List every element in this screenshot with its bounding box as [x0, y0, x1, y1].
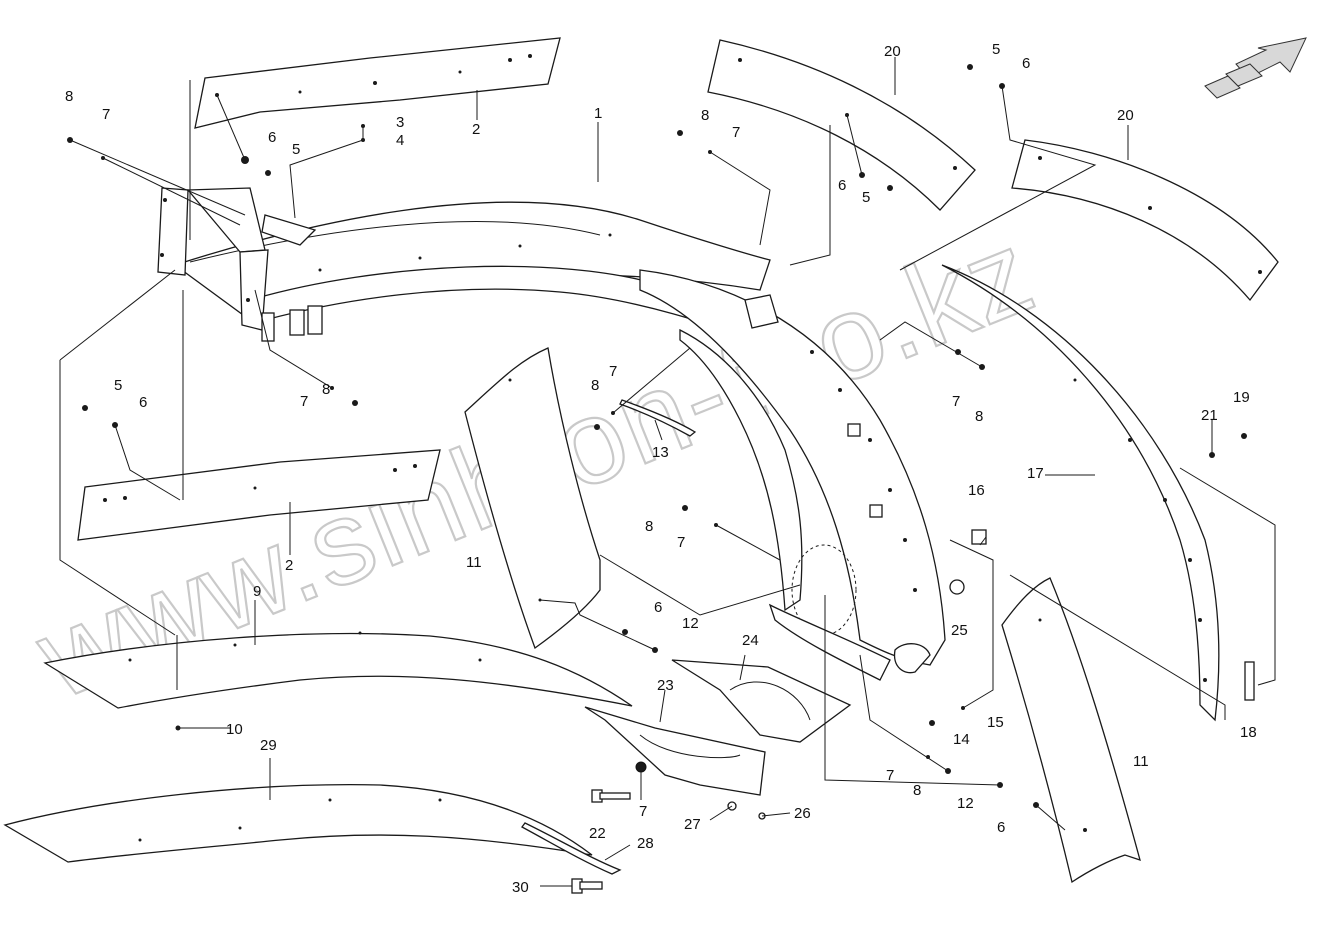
callout-3: 3	[396, 114, 404, 131]
callout-23: 23	[657, 677, 674, 694]
callout-11: 11	[466, 554, 482, 571]
callout-7: 7	[102, 106, 110, 123]
callout-8: 8	[975, 408, 983, 425]
callout-7: 7	[609, 363, 617, 380]
callout-6: 6	[268, 129, 276, 146]
callout-25: 25	[951, 622, 968, 639]
callout-7: 7	[639, 803, 647, 820]
part-2-lower-strip	[77, 449, 441, 541]
part-22-bolt	[591, 789, 631, 803]
callout-19: 19	[1233, 389, 1250, 406]
part-2-upper-strip	[194, 37, 561, 129]
callout-27: 27	[684, 816, 701, 833]
callout-18: 18	[1240, 724, 1257, 741]
callout-6: 6	[654, 599, 662, 616]
callout-24: 24	[742, 632, 759, 649]
callout-7: 7	[886, 767, 894, 784]
callout-12: 12	[957, 795, 974, 812]
part-30-bolt	[571, 878, 603, 894]
callout-13: 13	[652, 444, 669, 461]
callout-5: 5	[862, 189, 870, 206]
callout-5: 5	[114, 377, 122, 394]
callout-5: 5	[292, 141, 300, 158]
callout-26: 26	[794, 805, 811, 822]
callout-6: 6	[139, 394, 147, 411]
callout-7: 7	[677, 534, 685, 551]
callout-7: 7	[952, 393, 960, 410]
callout-20: 20	[1117, 107, 1134, 124]
part-23-cover	[584, 706, 766, 796]
part-bracket-left	[157, 187, 323, 342]
direction-arrow-icon	[1204, 37, 1307, 99]
callout-16: 16	[968, 482, 985, 499]
callout-11: 11	[1133, 753, 1149, 770]
callout-8: 8	[701, 107, 709, 124]
part-11-panel-right	[1001, 577, 1141, 884]
callout-6: 6	[997, 819, 1005, 836]
callout-20: 20	[884, 43, 901, 60]
part-18-clip	[1244, 661, 1255, 701]
callout-7: 7	[732, 124, 740, 141]
callout-2: 2	[472, 121, 480, 138]
callout-8: 8	[65, 88, 73, 105]
part-25-nut	[949, 579, 965, 595]
callout-numbers: 1 2 2 3 4 5 5 5 5 6 6 6 6 6 6 7 7 7 7 7 …	[65, 41, 1257, 896]
callout-14: 14	[953, 731, 970, 748]
callout-8: 8	[913, 782, 921, 799]
part-9-lower-panel	[43, 631, 633, 709]
part-17-arch-right	[941, 264, 1220, 722]
callout-15: 15	[987, 714, 1004, 731]
part-20-strip-right	[1011, 139, 1279, 302]
leader-lines	[59, 57, 1276, 887]
callout-5: 5	[992, 41, 1000, 58]
part-29-bottom-panel	[3, 784, 593, 863]
part-16-spacer	[971, 529, 987, 545]
callout-8: 8	[322, 381, 330, 398]
callout-6: 6	[838, 177, 846, 194]
part-inner-fender-body	[639, 269, 946, 681]
callout-1: 1	[594, 105, 602, 122]
part-13-strip	[619, 399, 697, 437]
part-11-panel-left	[464, 347, 601, 650]
callout-6: 6	[1022, 55, 1030, 72]
callout-30: 30	[512, 879, 529, 896]
callout-4: 4	[396, 132, 404, 149]
callout-22: 22	[589, 825, 606, 842]
fastener-dots	[67, 64, 1247, 808]
callout-17: 17	[1027, 465, 1044, 482]
callout-21: 21	[1201, 407, 1218, 424]
callout-28: 28	[637, 835, 654, 852]
part-20-strip-middle	[707, 39, 976, 211]
callout-29: 29	[260, 737, 277, 754]
part-28-strip	[521, 822, 622, 875]
callout-9: 9	[253, 583, 261, 600]
callout-10: 10	[226, 721, 243, 738]
callout-2: 2	[285, 557, 293, 574]
callout-7: 7	[300, 393, 308, 410]
callout-8: 8	[645, 518, 653, 535]
callout-12: 12	[682, 615, 699, 632]
part-24-cover	[671, 659, 852, 743]
callout-8: 8	[591, 377, 599, 394]
